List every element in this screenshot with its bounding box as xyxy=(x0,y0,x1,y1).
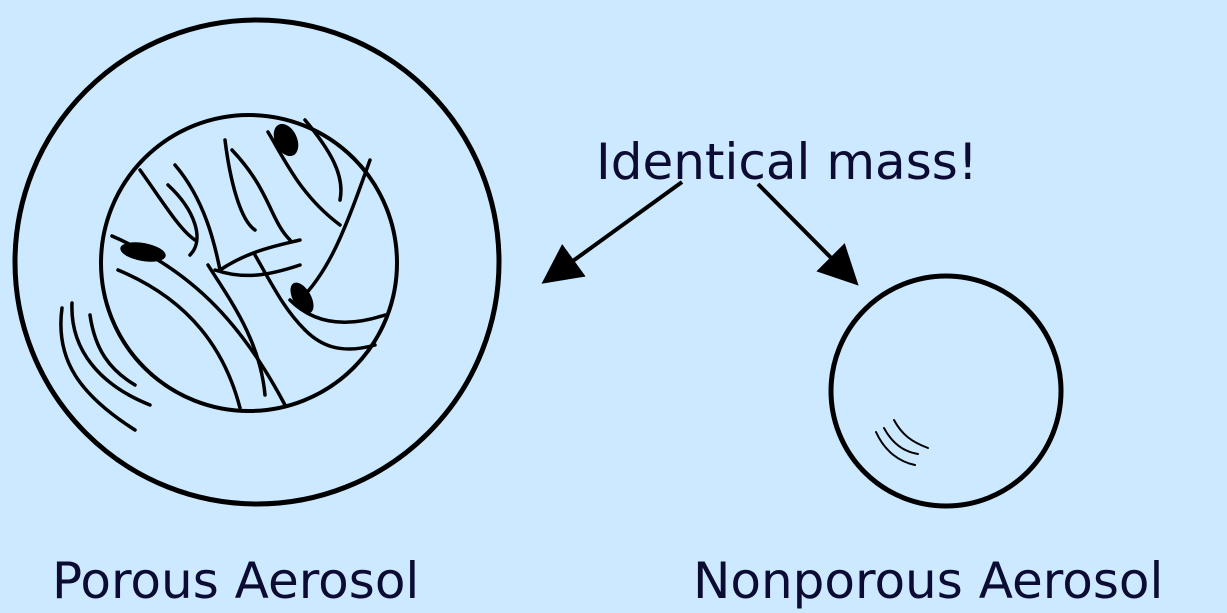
nonporous-aerosol xyxy=(831,276,1061,506)
pore-particles xyxy=(119,120,319,317)
surface-scratches xyxy=(61,303,150,430)
arrows xyxy=(548,182,853,280)
identical-mass-label: Identical mass! xyxy=(596,137,978,187)
arrow-to-nonporous xyxy=(758,184,853,280)
pore-channels xyxy=(112,120,385,408)
nonporous-sphere xyxy=(831,276,1061,506)
nonporous-aerosol-label: Nonporous Aerosol xyxy=(693,556,1163,606)
nonporous-highlight xyxy=(876,420,928,465)
porous-aerosol-label: Porous Aerosol xyxy=(52,556,419,606)
porous-aerosol xyxy=(15,20,499,504)
porous-inner-core xyxy=(101,115,397,411)
arrow-to-porous xyxy=(548,182,682,279)
